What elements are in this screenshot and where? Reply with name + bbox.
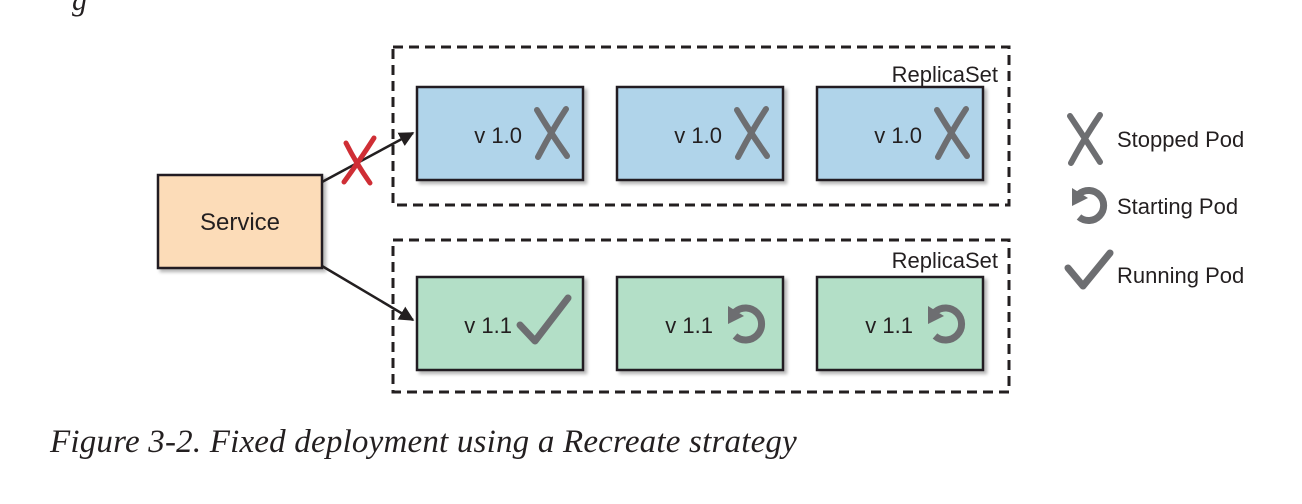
- pod: v 1.1: [415, 275, 585, 372]
- replicaset-v1: ReplicaSet v 1.0 v 1.0 v 1.0: [391, 45, 1011, 207]
- stopped-pod-icon: [1067, 112, 1103, 166]
- legend-label: Stopped Pod: [1117, 127, 1244, 152]
- stopped-pod-icon: [734, 106, 770, 160]
- figure-caption: Figure 3-2. Fixed deployment using a Rec…: [50, 424, 797, 460]
- pod-version: v 1.1: [865, 313, 913, 338]
- legend-item: Stopped Pod: [1067, 112, 1244, 166]
- stopped-pod-icon: [934, 106, 970, 160]
- pod: v 1.0: [615, 85, 785, 182]
- starting-pod-icon: [928, 304, 966, 344]
- pod-version: v 1.1: [464, 313, 512, 338]
- replicaset-label: ReplicaSet: [892, 248, 998, 273]
- header-fragment: g: [72, 0, 87, 17]
- arrow-to-replicaset-v2: [321, 264, 415, 322]
- starting-pod-icon: [728, 304, 766, 344]
- legend: Stopped Pod Starting Pod Running Pod: [1064, 112, 1244, 290]
- arrow-to-replicaset-v1: [321, 131, 415, 184]
- running-pod-icon: [1064, 249, 1114, 290]
- replicaset-label: ReplicaSet: [892, 62, 998, 87]
- legend-label: Starting Pod: [1117, 194, 1238, 219]
- pod: v 1.1: [615, 275, 785, 372]
- pod-version: v 1.0: [474, 123, 522, 148]
- legend-label: Running Pod: [1117, 263, 1244, 288]
- legend-item: Starting Pod: [1072, 187, 1238, 224]
- legend-item: Running Pod: [1064, 249, 1244, 290]
- service-node: Service: [156, 173, 324, 270]
- blocked-connection-icon: [341, 135, 377, 186]
- pod-version: v 1.1: [665, 313, 713, 338]
- service-label: Service: [200, 209, 280, 236]
- pod: v 1.0: [415, 85, 585, 182]
- pod-version: v 1.0: [674, 123, 722, 148]
- running-pod-icon: [516, 294, 572, 345]
- pod: v 1.1: [815, 275, 985, 372]
- pod-version: v 1.0: [874, 123, 922, 148]
- pod: v 1.0: [815, 85, 985, 182]
- starting-pod-icon: [1072, 187, 1108, 224]
- stopped-pod-icon: [534, 106, 570, 160]
- replicaset-v2: ReplicaSet v 1.1 v 1.1 v 1.1: [391, 238, 1011, 394]
